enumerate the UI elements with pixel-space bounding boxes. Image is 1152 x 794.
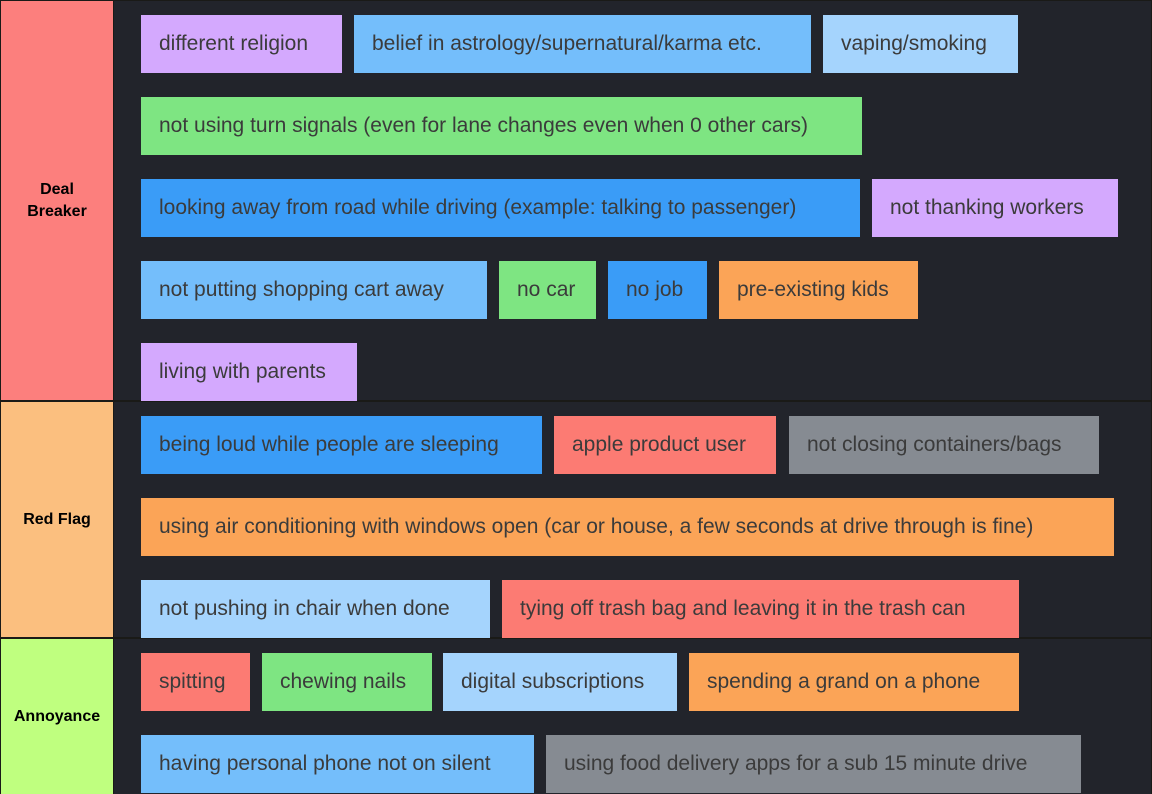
tier-item[interactable]: belief in astrology/supernatural/karma e… [354,15,811,73]
tier-item[interactable]: apple product user [554,416,776,474]
tier-item[interactable]: digital subscriptions [443,653,677,711]
tier-item[interactable]: having personal phone not on silent [141,735,534,793]
tier-red-flag: Red Flag being loud while people are sle… [0,401,1152,638]
tier-item[interactable]: spitting [141,653,250,711]
tier-item[interactable]: living with parents [141,343,357,401]
tier-items-deal-breaker[interactable]: different religion belief in astrology/s… [114,1,1151,401]
tier-item[interactable]: no car [499,261,596,319]
tier-deal-breaker: Deal Breaker different religion belief i… [0,0,1152,401]
tier-item[interactable]: not closing containers/bags [789,416,1099,474]
tier-label-deal-breaker[interactable]: Deal Breaker [1,1,113,400]
tier-items-annoyance[interactable]: spitting chewing nails digital subscript… [114,639,1151,794]
tier-item[interactable]: being loud while people are sleeping [141,416,542,474]
tier-item[interactable]: tying off trash bag and leaving it in th… [502,580,1019,638]
tier-item[interactable]: different religion [141,15,342,73]
tier-label-annoyance[interactable]: Annoyance [1,639,113,794]
tier-item[interactable]: chewing nails [262,653,432,711]
tier-annoyance: Annoyance spitting chewing nails digital… [0,638,1152,794]
tier-items-red-flag[interactable]: being loud while people are sleeping app… [114,402,1151,638]
tier-item[interactable]: not putting shopping cart away [141,261,487,319]
tier-item[interactable]: using food delivery apps for a sub 15 mi… [546,735,1081,793]
tier-label-red-flag[interactable]: Red Flag [1,402,113,637]
tier-item[interactable]: not using turn signals (even for lane ch… [141,97,862,155]
tier-item[interactable]: no job [608,261,707,319]
tier-item[interactable]: vaping/smoking [823,15,1018,73]
tier-item[interactable]: looking away from road while driving (ex… [141,179,860,237]
tier-item[interactable]: using air conditioning with windows open… [141,498,1114,556]
tier-item[interactable]: not pushing in chair when done [141,580,490,638]
tier-item[interactable]: spending a grand on a phone [689,653,1019,711]
tier-item[interactable]: not thanking workers [872,179,1118,237]
tier-item[interactable]: pre-existing kids [719,261,918,319]
